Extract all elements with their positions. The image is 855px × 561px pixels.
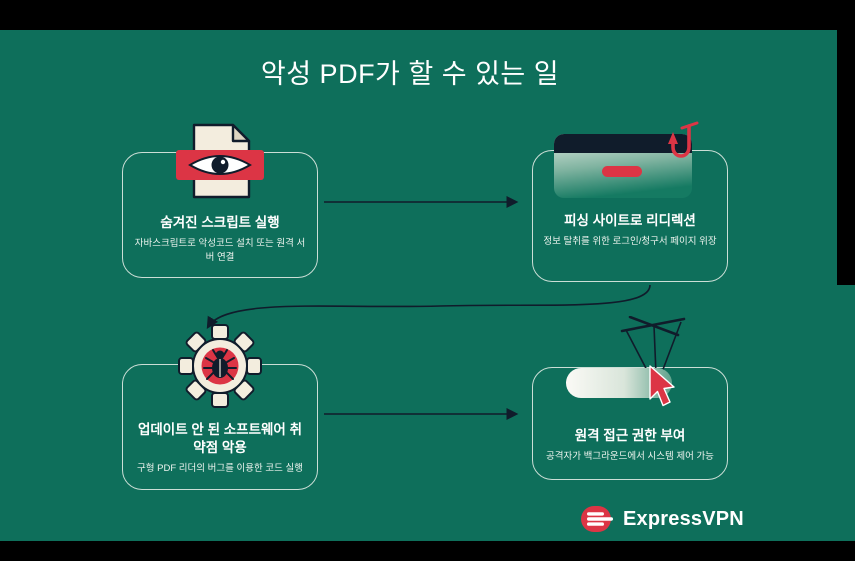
page-title: 악성 PDF가 할 수 있는 일: [260, 59, 560, 89]
card-subtitle: 정보 탈취를 위한 로그인/청구서 페이지 위장: [543, 236, 717, 248]
card-title: 업데이트 안 된 소프트웨어 취약점 악용: [137, 421, 303, 456]
card-subtitle: 공격자가 백그라운드에서 시스템 제어 가능: [546, 451, 714, 463]
brand-logo: ExpressVPN: [580, 504, 744, 534]
card-remote-access: 원격 접근 권한 부여 공격자가 백그라운드에서 시스템 제어 가능: [532, 367, 728, 480]
pdf-eye-icon: [176, 123, 264, 199]
card-subtitle: 자바스크립트로 악성코드 설치 또는 원격 서버 연결: [134, 238, 306, 264]
brand-wordmark: ExpressVPN: [623, 507, 744, 530]
marionette-cross: [620, 316, 686, 337]
card-title: 원격 접근 권한 부여: [574, 428, 686, 444]
marionette-strings: [625, 321, 682, 377]
browser-hook-icon: [554, 121, 699, 198]
expressvpn-logomark-icon: [581, 506, 613, 532]
puppet-cursor-icon: [566, 316, 686, 407]
gear-bug-icon: [178, 324, 262, 408]
card-title: 피싱 사이트로 리디렉션: [564, 213, 696, 229]
card-subtitle: 구형 PDF 리더의 버그를 이용한 코드 실행: [137, 463, 303, 475]
right-black-strip: [837, 0, 855, 285]
cursor-arrow: [649, 365, 675, 407]
card-title: 숨겨진 스크립트 실행: [160, 215, 280, 231]
toggle-slider: [566, 368, 672, 398]
